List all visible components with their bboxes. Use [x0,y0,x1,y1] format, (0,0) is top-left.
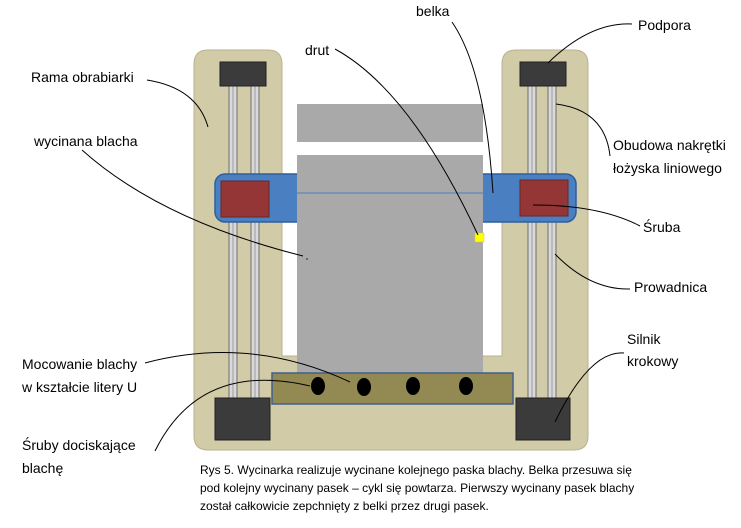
leader-silnik [554,352,625,423]
leader-podpora [547,23,633,64]
support-right [519,61,567,87]
label-sruby-line1: Śruby dociskające [22,437,136,453]
label-belka: belka [416,3,450,19]
leader-sruby [154,379,311,452]
label-sruba: Śruba [643,219,681,235]
label-wycinana-blacha: wycinana blacha [34,133,138,149]
u-clamp [271,372,514,405]
leader-belka [451,21,494,194]
leader-mocowanie [144,352,351,383]
nut-left [220,180,270,218]
wire-point [474,232,485,243]
bolt-2 [357,378,371,396]
leader-sruba [532,204,641,227]
label-rama-obrabiarki: Rama obrabiarki [31,69,134,85]
label-prowadnica: Prowadnica [634,279,708,295]
leader-obudowa [555,103,611,157]
cut-strip [297,104,483,142]
label-mocowanie-line2: w kształcie litery U [22,379,138,395]
stepper-motor-left [214,397,271,441]
bolt-3 [406,377,420,395]
small-dot [306,258,308,260]
label-sruby-line2: blachę [22,460,64,476]
sheet-being-cut [297,155,483,373]
leader-drut [334,48,479,236]
figure-caption: Rys 5. Wycinarka realizuje wycinane kole… [200,461,634,515]
bolt-4 [459,377,473,395]
bolt-1 [311,377,325,395]
leader-prowadnica [554,253,631,290]
label-silnik-line1: Silnik [627,331,661,347]
label-silnik-line2: krokowy [627,353,679,369]
caption-line-3: został całkowicie zepchnięty z belki prz… [200,499,489,513]
stepper-motor-right [515,397,571,441]
support-left [219,61,267,87]
label-mocowanie-line1: Mocowanie blachy [22,356,138,372]
leader-wycinana [81,149,304,257]
clamp-bolts [311,377,473,396]
caption-line-2: pod kolejny wycinany pasek – cykl się po… [200,481,635,495]
caption-line-1: Rys 5. Wycinarka realizuje wycinane kole… [200,463,632,477]
label-podpora: Podpora [638,17,691,33]
label-obudowa-line1: Obudowa nakrętki [613,137,726,153]
label-drut: drut [305,42,330,58]
nut-right [519,179,569,217]
leader-rama [146,79,209,128]
label-obudowa-line2: łożyska liniowego [613,160,722,176]
